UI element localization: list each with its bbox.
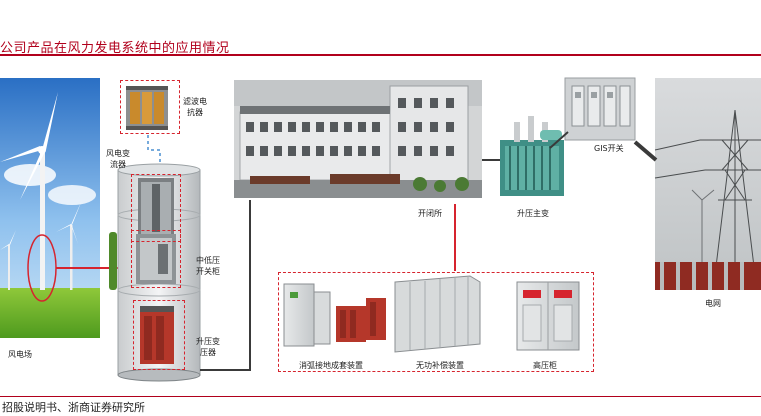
- step-transformer-label: 升压变 压器: [196, 336, 220, 358]
- converter-label: 风电变 流器: [106, 148, 130, 170]
- grid-tower-photo: [654, 78, 761, 290]
- station-equipment-highlight: [278, 272, 594, 372]
- harmonic-reactor-label-line1: 滤波电: [183, 97, 207, 106]
- gis-switch-image: [564, 77, 636, 141]
- gis-switch-label: GIS开关: [594, 144, 624, 153]
- mv-switch-label-line2: 开关柜: [196, 267, 220, 276]
- main-transformer-label: 升压主变: [517, 209, 549, 218]
- reactive-compensation-label: 无功补偿装置: [416, 361, 464, 370]
- switching-station-label: 开闭所: [418, 209, 442, 218]
- mv-switch-highlight: [131, 230, 181, 288]
- grid-label: 电网: [705, 299, 721, 308]
- mv-switch-label-line1: 中低压: [196, 256, 220, 265]
- reactive-compensation-image: [394, 275, 481, 353]
- wind-farm-label: 风电场: [8, 350, 32, 359]
- page-title: 公司产品在风力发电系统中的应用情况: [0, 41, 230, 56]
- reactor-link: [147, 135, 161, 165]
- step-transformer-label-line2: 压器: [200, 348, 216, 357]
- switching-station-photo: [234, 80, 482, 198]
- hv-cabinet-image: [516, 281, 580, 351]
- hv-cabinet-label: 高压柜: [533, 361, 557, 370]
- mv-switch-label: 中低压 开关柜: [196, 255, 220, 277]
- tower-to-station-line: [200, 200, 251, 371]
- harmonic-reactor-label-line2: 抗器: [187, 108, 203, 117]
- source-note: 招股说明书、浙商证券研究所: [2, 401, 145, 414]
- step-transformer-label-line1: 升压变: [196, 337, 220, 346]
- wind-farm-photo: [0, 78, 100, 338]
- harmonic-reactor-highlight: [120, 80, 180, 134]
- arc-suppression-label: 消弧接地成套装置: [299, 361, 363, 370]
- gis-to-grid-line: [633, 140, 658, 162]
- main-transformer-image: [500, 116, 564, 196]
- step-transformer-highlight: [133, 300, 185, 370]
- converter-highlight: [131, 174, 181, 242]
- harmonic-reactor-image: [126, 86, 168, 130]
- harmonic-reactor-label: 滤波电 抗器: [183, 96, 207, 118]
- converter-label-line1: 风电变: [106, 149, 130, 158]
- arc-suppression-image: [283, 283, 386, 347]
- converter-label-line2: 流器: [110, 160, 126, 169]
- footer-divider: [0, 396, 761, 397]
- transformer-to-gis-line: [549, 131, 569, 149]
- title-divider: [0, 54, 761, 56]
